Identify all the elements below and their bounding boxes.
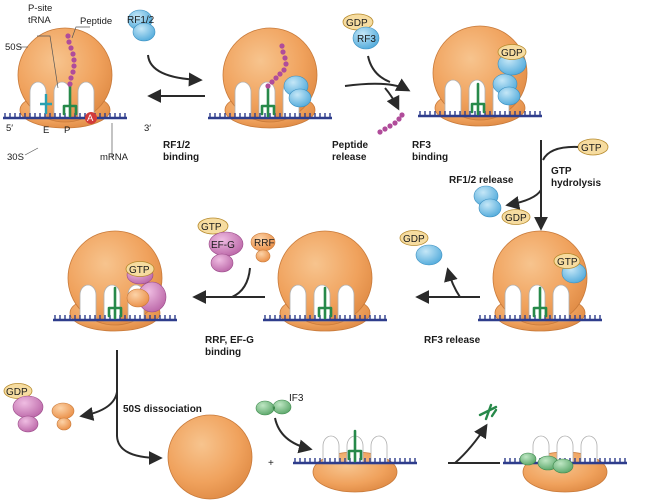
a-site-letter: A — [87, 113, 94, 124]
if3-protein — [255, 399, 292, 416]
if3-binding-arrow — [274, 417, 313, 454]
rf3-binding-label: RF3 — [412, 140, 431, 151]
rf1-2-binding-label: RF1/2 — [163, 140, 191, 151]
e-site-label: E — [43, 125, 49, 136]
rf1-2-release-label: RF1/2 release — [449, 175, 514, 186]
released-rf1-2 — [473, 185, 531, 225]
stage2-ribosome-rf-bound — [206, 27, 334, 129]
gdp-rf3 — [342, 13, 380, 50]
stage1-ribosome-with-peptidyl-trna — [1, 26, 129, 158]
gtp-hydrolysis-arrows — [505, 140, 579, 231]
peptide-chain — [65, 33, 77, 87]
rrf-efg-binding-label: RRF, EF-G — [205, 335, 254, 346]
gtp-hydrolysis-label-2: hydrolysis — [551, 178, 601, 189]
peptide-release-label: Peptide — [332, 140, 369, 151]
p-site-label: P-site — [28, 3, 52, 14]
gdp-rf3-released-label: GDP — [403, 234, 425, 245]
trna-release-arrows — [448, 423, 500, 464]
released-efg-gdp-rrf — [3, 383, 75, 433]
efg-gtp-rrf — [197, 217, 276, 273]
stage5-ribosome-post-termination — [261, 230, 389, 332]
p-site-letter: P — [64, 125, 70, 136]
stage3-ribosome-rf3-gdp — [416, 25, 544, 127]
rrf-efg-binding-arrows — [192, 267, 265, 304]
released-peptide — [377, 112, 405, 135]
30s-label: 30S — [7, 152, 24, 163]
gtp-label: GTP — [581, 143, 602, 154]
five-prime-label: 5′ — [6, 123, 13, 134]
gtp-complex-label: GTP — [129, 265, 150, 276]
gdp-final-label: GDP — [6, 387, 28, 398]
free-50s-subunit — [167, 414, 253, 500]
50s-label: 50S — [5, 42, 22, 53]
gtp-hydrolysis-label: GTP — [551, 166, 572, 177]
rrf-efg-binding-label-2: binding — [205, 347, 241, 358]
rf3-binding-arrows — [344, 55, 411, 111]
rf3-release-arrows — [415, 267, 480, 304]
stage6-ribosome-efg-rrf-bound — [51, 230, 179, 332]
released-trna — [478, 403, 498, 421]
equilibrium-arrows — [147, 54, 205, 103]
plus-sign: + — [268, 458, 274, 469]
released-rf3-gdp — [399, 230, 443, 266]
gdp-label: GDP — [346, 18, 368, 29]
rf1-2-binding-label-2: binding — [163, 152, 199, 163]
50s-dissociation-label: 50S dissociation — [123, 404, 202, 415]
gtp-on-ribosome-label: GTP — [557, 257, 578, 268]
stage7-30s-with-trna — [291, 429, 419, 493]
stage8-30s-if3-bound — [501, 435, 629, 493]
gdp-on-ribosome-label: GDP — [501, 48, 523, 59]
peptide-release-label-2: release — [332, 152, 367, 163]
rf3-label: RF3 — [357, 34, 376, 45]
a-site-marker — [85, 112, 97, 124]
three-prime-label: 3′ — [144, 123, 151, 134]
if3-label: IF3 — [289, 393, 304, 404]
stage4-ribosome-rf3-gtp — [476, 230, 604, 332]
peptide-label: Peptide — [80, 16, 112, 27]
gtp-efg-label: GTP — [201, 222, 222, 233]
rf3-binding-label-2: binding — [412, 152, 448, 163]
efg-label: EF-G — [211, 240, 235, 251]
gdp-released-label: GDP — [505, 213, 527, 224]
rf1-2-label: RF1/2 — [127, 15, 155, 26]
rrf-label: RRF — [254, 238, 275, 249]
trna-label: tRNA — [28, 15, 51, 26]
rf3-release-label: RF3 release — [424, 335, 481, 346]
dissociation-arrows — [79, 350, 163, 465]
mrna-label: mRNA — [100, 152, 129, 163]
